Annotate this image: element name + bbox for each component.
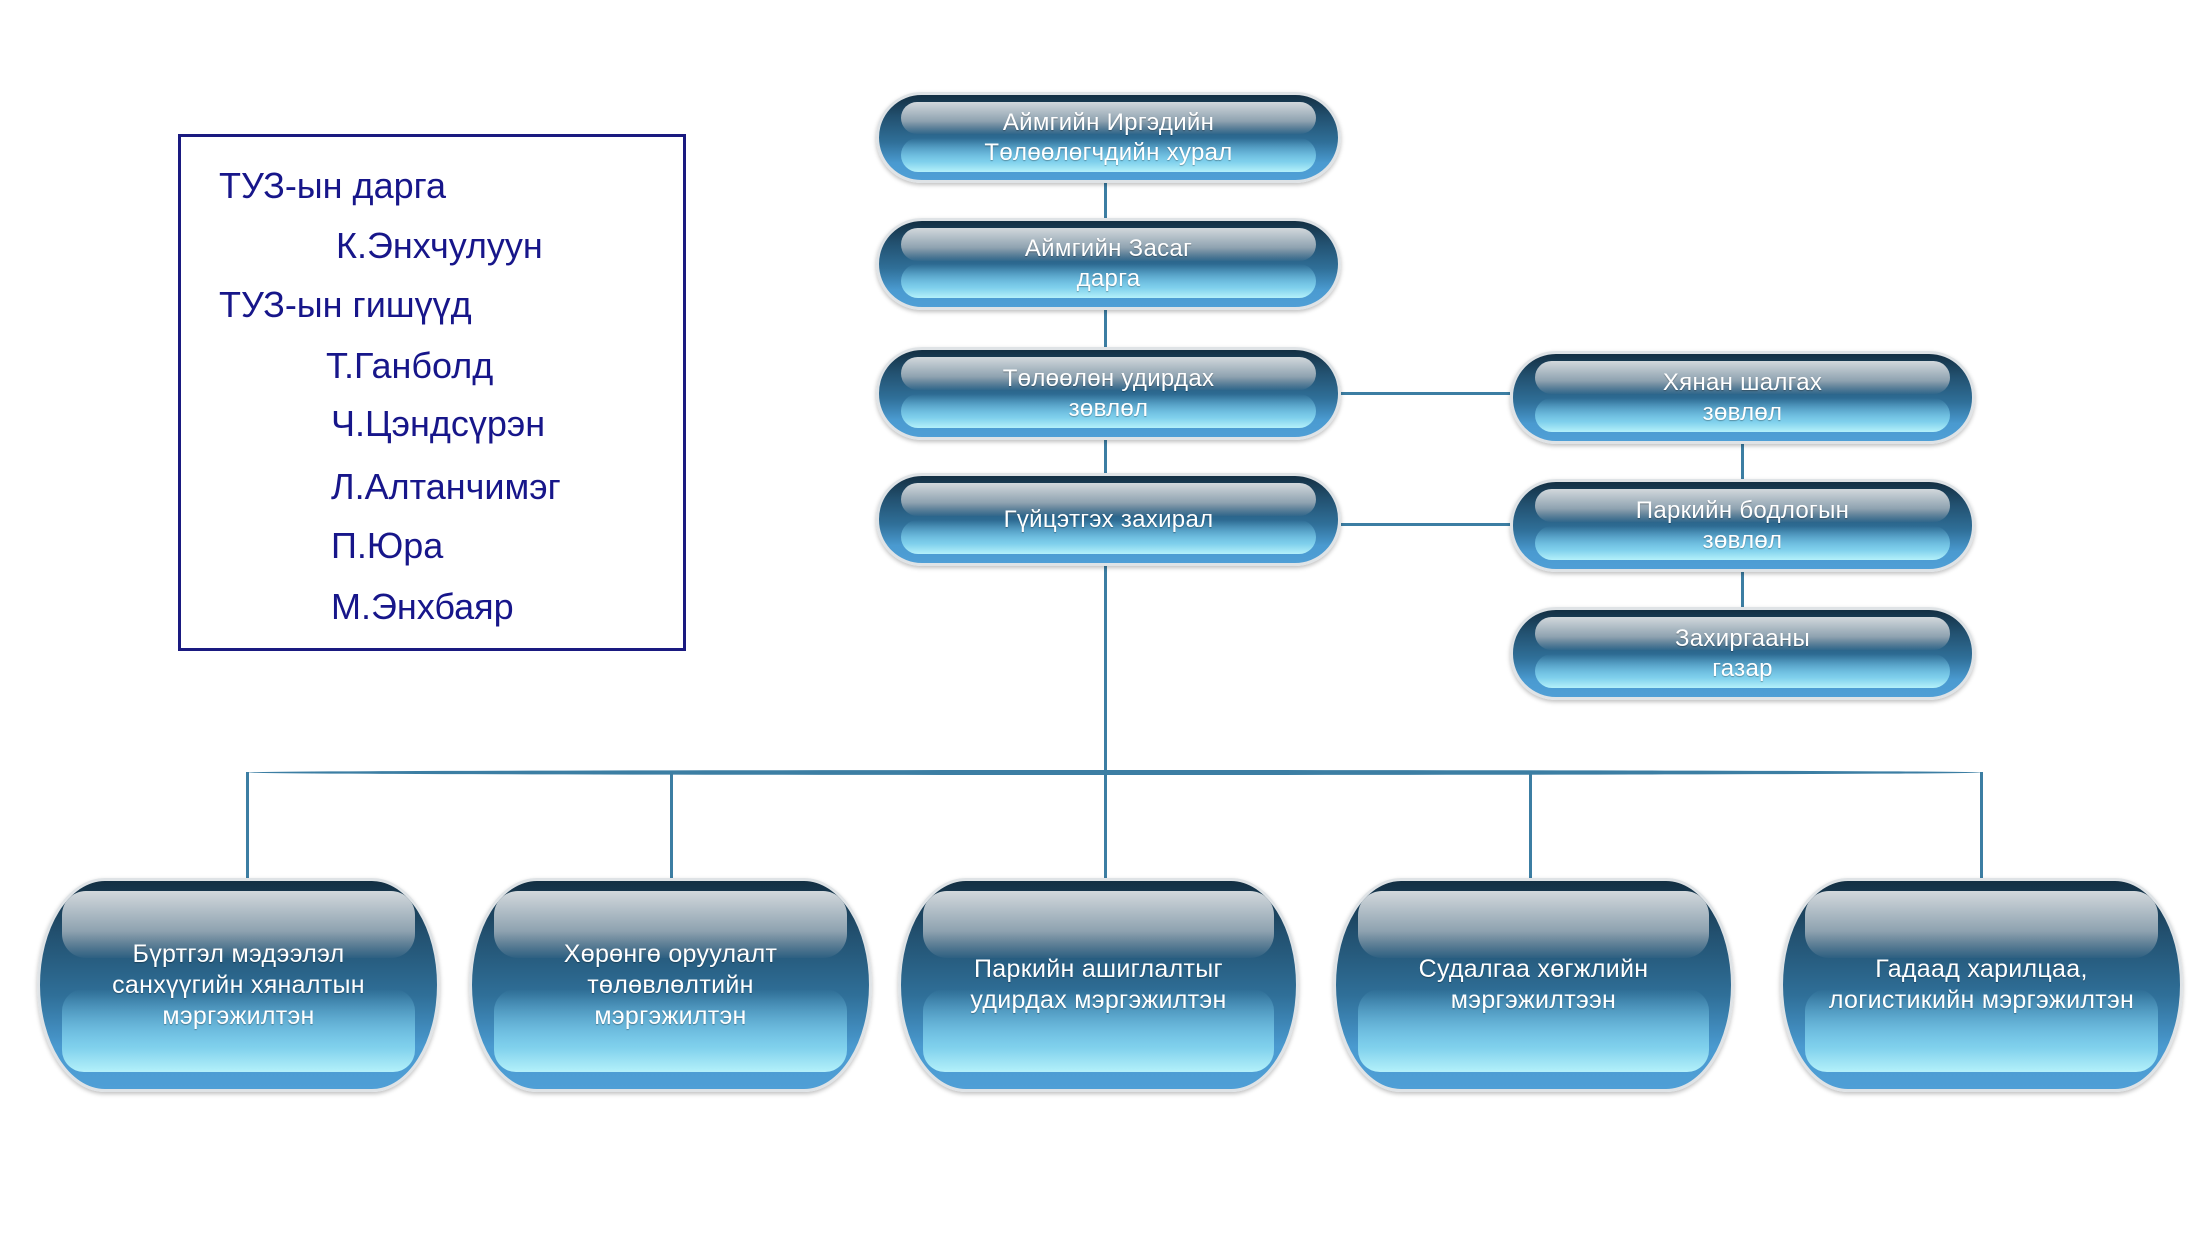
board-legend: ТУЗ-ын дарга К.Энхчулуун ТУЗ-ын гишүүд Т… xyxy=(178,134,686,651)
bus-line xyxy=(247,770,1982,775)
node-label: Гүйцэтгэх захирал xyxy=(1003,505,1214,533)
members-title: ТУЗ-ын гишүүд xyxy=(219,284,472,325)
connector xyxy=(1980,772,1983,878)
node-label: Төлөөлөн удирдах зөвлөл xyxy=(1002,364,1215,422)
member: П.Юра xyxy=(331,525,444,566)
connector xyxy=(1341,523,1510,526)
connector xyxy=(1104,440,1107,473)
node-label: Аймгийн Засаг дарга xyxy=(1024,235,1193,292)
member: М.Энхбаяр xyxy=(331,586,514,627)
node-board-of-directors: Төлөөлөн удирдах зөвлөл xyxy=(876,347,1341,440)
node-label: Судалгаа хөгжлийн мэргэжилтээн xyxy=(1418,955,1649,1014)
node-audit-council: Хянан шалгах зөвлөл xyxy=(1510,351,1975,444)
connector xyxy=(1104,310,1107,347)
node-executive-director: Гүйцэтгэх захирал xyxy=(876,473,1341,566)
node-label: Аймгийн Иргэдийн Төлөөлөгчдийн хурал xyxy=(984,108,1233,166)
chair-name: К.Энхчулуун xyxy=(336,225,543,266)
node-citizens-representatives-hural: Аймгийн Иргэдийн Төлөөлөгчдийн хурал xyxy=(876,92,1341,183)
connector xyxy=(1529,772,1532,878)
node-label: Хянан шалгах зөвлөл xyxy=(1662,368,1823,426)
node-label: Хөрөнгө оруулалт төлөвлөлтийн мэргэжилтэ… xyxy=(563,939,778,1030)
member: Л.Алтанчимэг xyxy=(331,466,561,507)
node-administration: Захиргааны газар xyxy=(1510,607,1975,700)
node-label: Паркийн ашиглалтыг удирдах мэргэжилтэн xyxy=(970,955,1227,1014)
node-governor: Аймгийн Засаг дарга xyxy=(876,218,1341,310)
connector xyxy=(1104,183,1107,218)
connector xyxy=(1741,572,1744,607)
connector xyxy=(1104,566,1107,878)
chair-title: ТУЗ-ын дарга xyxy=(219,165,446,206)
node-label: Гадаад харилцаа, логистикийн мэргэжилтэн xyxy=(1828,955,2135,1014)
connector xyxy=(1741,444,1744,479)
node-label: Бүртгэл мэдээлэл санхүүгийн хяналтын мэр… xyxy=(112,939,365,1030)
connector xyxy=(670,772,673,878)
member: Ч.Цэндсүрэн xyxy=(331,403,546,444)
node-specialist-investment: Хөрөнгө оруулалт төлөвлөлтийн мэргэжилтэ… xyxy=(469,878,872,1092)
member: Т.Ганболд xyxy=(326,345,494,386)
node-specialist-registration: Бүртгэл мэдээлэл санхүүгийн хяналтын мэр… xyxy=(37,878,440,1092)
node-specialist-park-operations: Паркийн ашиглалтыг удирдах мэргэжилтэн xyxy=(898,878,1299,1092)
node-park-policy-council: Паркийн бодлогын зөвлөл xyxy=(1510,479,1975,572)
node-specialist-research: Судалгаа хөгжлийн мэргэжилтээн xyxy=(1333,878,1734,1092)
node-label: Захиргааны газар xyxy=(1674,624,1811,682)
node-label: Паркийн бодлогын зөвлөл xyxy=(1635,496,1850,554)
connector xyxy=(246,772,249,878)
node-specialist-foreign-relations: Гадаад харилцаа, логистикийн мэргэжилтэн xyxy=(1780,878,2183,1092)
connector xyxy=(1341,392,1510,395)
